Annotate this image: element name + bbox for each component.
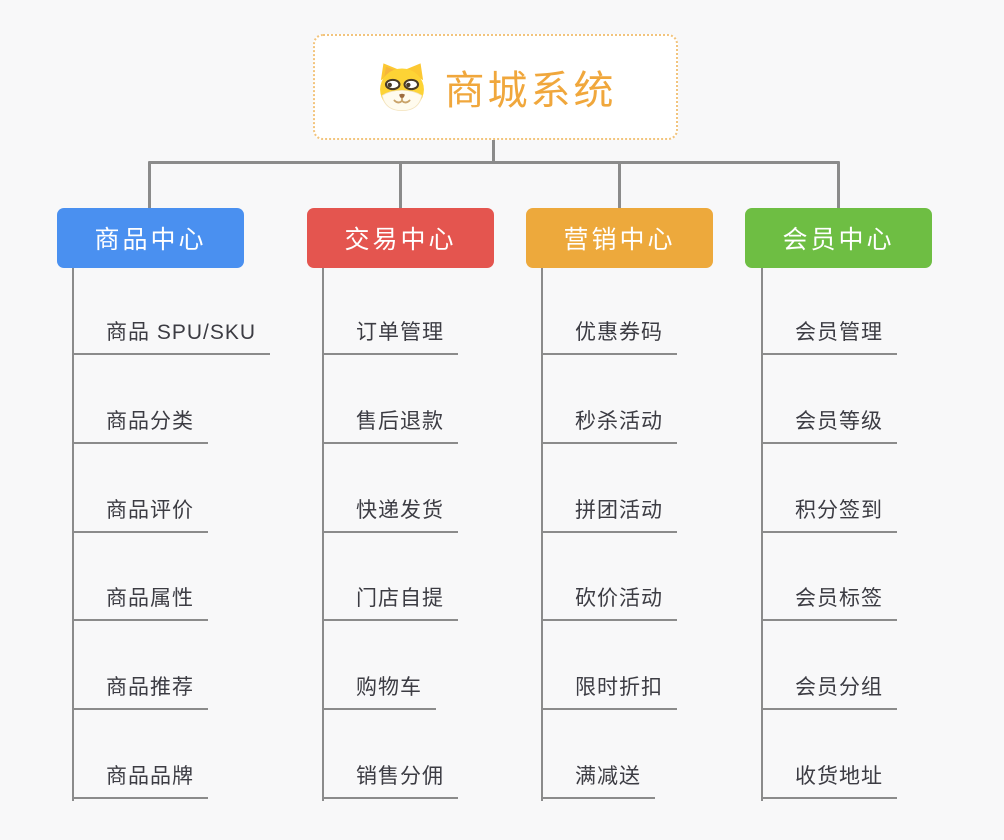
- leaf-node[interactable]: 购物车: [322, 672, 436, 710]
- leaf-node[interactable]: 积分签到: [761, 495, 897, 533]
- leaf-node[interactable]: 快递发货: [322, 495, 458, 533]
- leaf-node[interactable]: 拼团活动: [541, 495, 677, 533]
- leaf-node[interactable]: 售后退款: [322, 406, 458, 444]
- leaf-node[interactable]: 商品分类: [72, 406, 208, 444]
- branch-drop-connector: [618, 161, 621, 209]
- leaf-node[interactable]: 商品推荐: [72, 672, 208, 710]
- column-connector: [761, 266, 763, 801]
- leaf-node[interactable]: 门店自提: [322, 583, 458, 621]
- branch-drop-connector: [148, 161, 151, 209]
- leaf-node[interactable]: 秒杀活动: [541, 406, 677, 444]
- branch-label: 营销中心: [563, 226, 676, 254]
- branch-node-member-center[interactable]: 会员中心: [745, 208, 932, 268]
- leaf-node[interactable]: 会员等级: [761, 406, 897, 444]
- leaf-node[interactable]: 限时折扣: [541, 672, 677, 710]
- branch-label: 交易中心: [344, 226, 457, 254]
- branch-label: 会员中心: [782, 226, 895, 254]
- column-connector: [322, 266, 324, 801]
- root-node-mall-system[interactable]: 商城系统: [313, 34, 678, 140]
- leaf-node[interactable]: 销售分佣: [322, 761, 458, 799]
- leaf-node[interactable]: 订单管理: [322, 317, 458, 355]
- shiba-dog-icon: [379, 63, 424, 112]
- column-connector: [72, 266, 74, 801]
- branch-node-marketing-center[interactable]: 营销中心: [526, 208, 713, 268]
- branch-node-trade-center[interactable]: 交易中心: [307, 208, 494, 268]
- leaf-node[interactable]: 砍价活动: [541, 583, 677, 621]
- root-stem-connector: [492, 139, 495, 162]
- column-connector: [541, 266, 543, 801]
- branch-node-product-center[interactable]: 商品中心: [57, 208, 244, 268]
- branch-drop-connector: [837, 161, 840, 209]
- branch-drop-connector: [399, 161, 402, 209]
- leaf-node[interactable]: 商品评价: [72, 495, 208, 533]
- branch-label: 商品中心: [94, 226, 207, 254]
- root-node-title: 商城系统: [444, 69, 617, 113]
- leaf-node[interactable]: 会员管理: [761, 317, 897, 355]
- leaf-node[interactable]: 会员标签: [761, 583, 897, 621]
- branch-horizontal-connector: [148, 161, 840, 164]
- leaf-node[interactable]: 会员分组: [761, 672, 897, 710]
- leaf-node[interactable]: 商品品牌: [72, 761, 208, 799]
- leaf-node[interactable]: 商品属性: [72, 583, 208, 621]
- leaf-node[interactable]: 满减送: [541, 761, 655, 799]
- leaf-node[interactable]: 收货地址: [761, 761, 897, 799]
- leaf-node[interactable]: 商品 SPU/SKU: [72, 317, 271, 355]
- leaf-node[interactable]: 优惠券码: [541, 317, 677, 355]
